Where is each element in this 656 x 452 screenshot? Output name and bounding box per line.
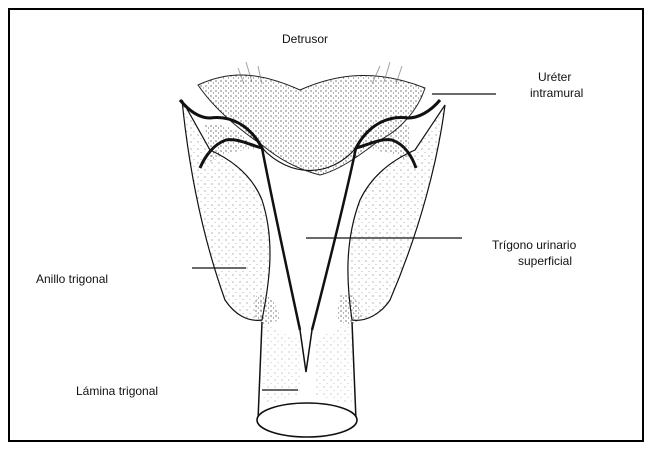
lamina-point [300, 330, 312, 372]
urethra-shading-right [314, 322, 352, 405]
trigono-label-line2: superficial [518, 254, 572, 268]
anillo-label: Anillo trigonal [36, 272, 108, 286]
detrusor-muscle [198, 75, 425, 175]
detrusor-label: Detrusor [282, 32, 328, 46]
lamina-label: Lámina trigonal [76, 384, 158, 398]
urethra-shading [262, 322, 300, 405]
ureter-label-line2: intramural [530, 86, 583, 100]
left-neck-stipple [254, 294, 280, 324]
urethra-opening [257, 403, 357, 437]
trigono-label-line1: Trígono urinario [492, 238, 576, 252]
ureter-label-line1: Uréter [538, 70, 571, 84]
